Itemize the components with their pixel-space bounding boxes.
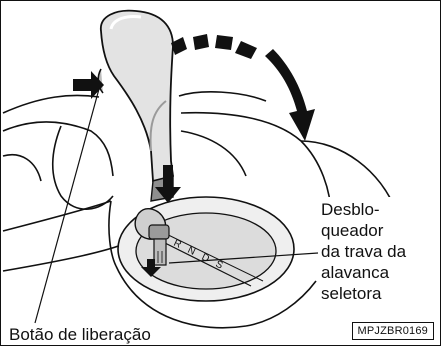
- key-icon: [134, 208, 170, 266]
- lock-arrow-icon: [141, 259, 161, 277]
- gate-letter-d: D: [200, 252, 211, 265]
- shift-knob: [100, 9, 174, 202]
- gate-letter-s: S: [214, 259, 225, 272]
- gate-letter-r: R: [172, 238, 183, 251]
- leader-line-unlock: [168, 252, 319, 264]
- leader-lines: [34, 88, 319, 324]
- gate-letter-n: N: [186, 245, 197, 258]
- release-button-label: Botão de liberação: [7, 324, 153, 345]
- leader-line-release: [34, 88, 100, 324]
- figure-code: MPJZBR0169: [351, 322, 434, 340]
- shift-lock-release-label: Desblo- queador da trava da alavanca sel…: [319, 197, 440, 306]
- down-arrow-icon: [155, 165, 181, 203]
- push-arrow-icon: [73, 71, 104, 99]
- motion-arc-arrow-icon: [171, 34, 315, 141]
